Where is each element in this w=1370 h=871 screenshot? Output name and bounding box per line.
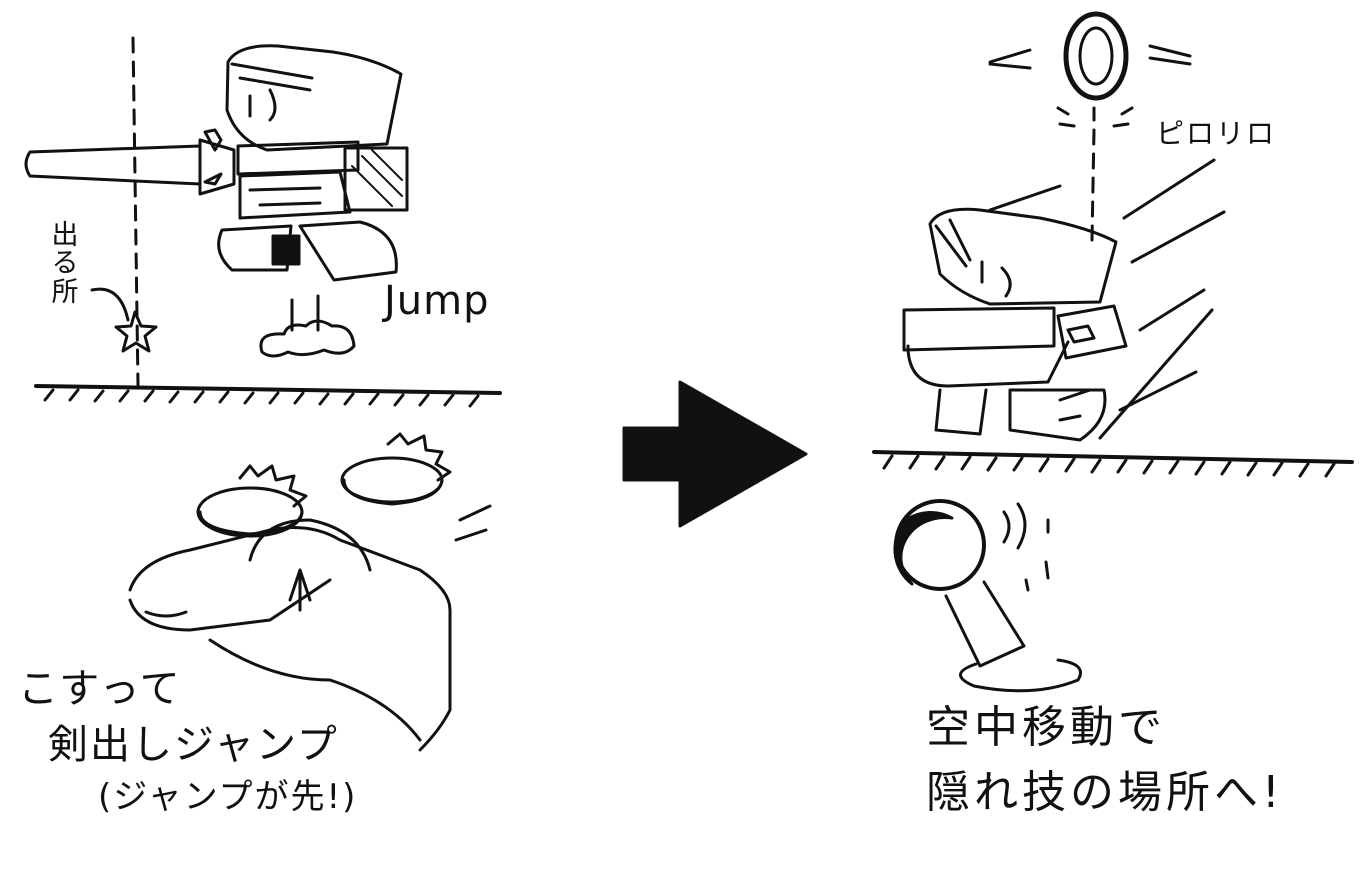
- jump-motion-lines: [259, 294, 356, 358]
- jump-label: Jump: [384, 278, 490, 324]
- spawn-label: 出る所: [51, 220, 79, 308]
- spawn-star-icon: [114, 310, 158, 353]
- caption-left: こすって 剣出しジャンプ (ジャンプが先!): [18, 664, 357, 825]
- ground-left: [34, 384, 502, 408]
- caption-right-line-2: 隠れ技の場所へ!: [926, 767, 1284, 818]
- coin-icon: [988, 11, 1192, 128]
- impact-burst-b: [386, 432, 452, 482]
- spawn-guide-line: [131, 36, 140, 387]
- caption-left-line-1: こすって: [18, 666, 182, 712]
- sword-icon: [24, 128, 236, 196]
- caption-right: 空中移動で 隠れ技の場所へ!: [926, 700, 1284, 820]
- caption-left-line-3: (ジャンプが先!): [98, 777, 358, 817]
- caption-right-line-1: 空中移動で: [926, 702, 1166, 753]
- ground-right: [872, 450, 1354, 478]
- caption-left-line-2: 剣出しジャンプ: [48, 722, 339, 768]
- speed-lines: [988, 158, 1226, 440]
- sound-effect-label: ピロリロ: [1156, 117, 1277, 150]
- coin-guide-line: [1090, 128, 1096, 242]
- hand-pressing-buttons: [128, 432, 492, 752]
- spawn-arrow-curve: [90, 287, 130, 322]
- knight-character-landing: [902, 207, 1128, 442]
- transition-arrow-icon: [622, 380, 808, 528]
- joystick-icon: [893, 499, 1082, 693]
- knight-character-jumping: [217, 44, 409, 282]
- impact-burst-a: [238, 464, 308, 508]
